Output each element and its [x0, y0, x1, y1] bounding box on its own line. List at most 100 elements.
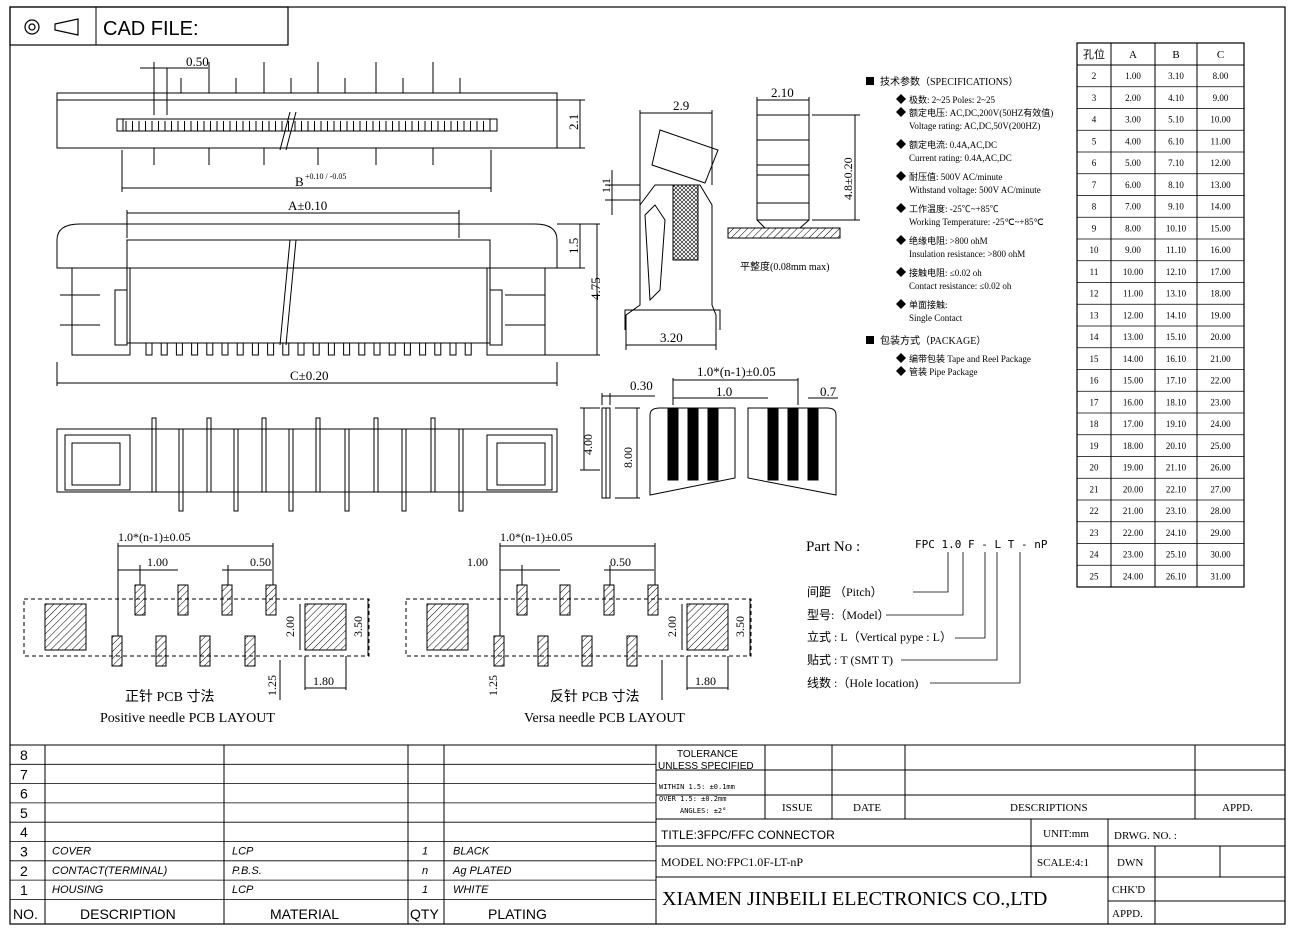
bom-row-number: 6 [20, 786, 28, 802]
spec-item: 极数: 2~25 Poles: 2~25 [909, 94, 995, 105]
spec-item-en: Single Contact [909, 313, 963, 323]
front-pins-top [153, 62, 461, 93]
dim-1-1: 1.1 [599, 178, 613, 193]
table-cell: 15.00 [1123, 376, 1144, 386]
company-name: XIAMEN JINBEILI ELECTRONICS CO.,LTD [662, 888, 1047, 910]
table-cell: 23.00 [1123, 550, 1144, 560]
scale-label: SCALE:4:1 [1037, 857, 1089, 869]
bom-row-number: 7 [20, 766, 28, 782]
ffc-cable-view [580, 378, 838, 499]
table-cell: 17.00 [1210, 267, 1231, 277]
table-cell: 18.00 [1210, 289, 1231, 299]
table-cell: 4.10 [1168, 93, 1184, 103]
table-cell: 20.00 [1123, 484, 1144, 494]
pcb-right-1-25: 1.25 [486, 675, 500, 696]
spec-item: 额定电压: AC,DC,200V(50HZ有效值) [909, 107, 1053, 118]
table-cell: 18.10 [1166, 397, 1187, 407]
dim-8-00: 8.00 [621, 447, 635, 468]
dwn-label: DWN [1117, 857, 1143, 869]
table-cell: 14.00 [1210, 202, 1231, 212]
table-cell: 6.00 [1125, 180, 1141, 190]
table-cell: 22 [1090, 506, 1099, 516]
table-cell: 15.10 [1166, 332, 1187, 342]
table-cell: 5 [1092, 136, 1097, 146]
table-cell: 8.00 [1213, 71, 1229, 81]
table-cell: 4.00 [1125, 136, 1141, 146]
spec-item: 绝缘电阻: >800 ohM [909, 235, 988, 246]
table-cell: 20 [1090, 463, 1100, 473]
diamond-bullet-icon [896, 171, 906, 181]
bom-header-material: MATERIAL [270, 906, 339, 922]
table-cell: 21.00 [1123, 506, 1144, 516]
appd2-label: APPD. [1112, 908, 1143, 920]
pcb-right-title-cn: 反针 PCB 寸法 [550, 689, 639, 705]
issue-label: ISSUE [782, 802, 813, 814]
table-cell: 10.00 [1123, 267, 1144, 277]
table-cell: 3 [1092, 93, 1097, 103]
title-label: TITLE:3FPC/FFC CONNECTOR [661, 828, 835, 842]
table-cell: 27.00 [1210, 484, 1231, 494]
table-cell: 8 [1092, 202, 1097, 212]
table-cell: 13.00 [1210, 180, 1231, 190]
table-cell: 14 [1090, 332, 1100, 342]
diamond-bullet-icon [896, 203, 906, 213]
part-no-item: 型号:（Model） [807, 608, 890, 622]
bom-qty: 1 [422, 846, 428, 858]
cad-file-label: CAD FILE: [103, 18, 199, 40]
table-cell: 6 [1092, 158, 1097, 168]
bom-header-qty: QTY [410, 906, 439, 922]
dim-2-9: 2.9 [673, 98, 689, 113]
table-cell: 12 [1090, 289, 1099, 299]
bom-desc: HOUSING [52, 884, 104, 896]
table-cell: 24.00 [1210, 419, 1231, 429]
spec-item: 耐压值: 500V AC/minute [909, 171, 1002, 182]
bom-row-number: 2 [20, 863, 28, 879]
pcb-left-0-50: 0.50 [250, 555, 271, 569]
date-label: DATE [853, 802, 881, 814]
table-cell: 9.00 [1213, 93, 1229, 103]
table-cell: 5.10 [1168, 115, 1184, 125]
diamond-bullet-icon [896, 107, 906, 117]
table-cell: 8.10 [1168, 180, 1184, 190]
sheet-border [9, 6, 1286, 925]
unless-label: UNLESS SPECIFIED [658, 761, 754, 772]
table-cell: 8.00 [1125, 223, 1141, 233]
part-no-label: Part No : [806, 539, 860, 555]
front-view [56, 62, 585, 192]
dim-4-8: 4.8±0.20 [841, 157, 855, 200]
bom-material: LCP [232, 846, 254, 858]
table-cell: 2.00 [1125, 93, 1141, 103]
pcb-right-1-80: 1.80 [695, 674, 716, 688]
diamond-bullet-icon [896, 235, 906, 245]
spec-header-bullet-icon [866, 336, 874, 344]
front-contacts [125, 121, 484, 131]
bom-desc: COVER [52, 846, 91, 858]
pcb-left-1-25: 1.25 [265, 675, 279, 696]
spec-header: 包装方式（PACKAGE） [880, 334, 986, 347]
bom-plating: WHITE [453, 884, 489, 896]
pcb-left-1-80: 1.80 [313, 674, 334, 688]
spec-item: 接触电阻: ≤0.02 oh [909, 267, 982, 278]
diamond-bullet-icon [896, 267, 906, 277]
bom-header-no: NO. [13, 906, 38, 922]
dim-1-5: 1.5 [566, 238, 581, 254]
pcb-right-pitch: 1.0*(n-1)±0.05 [500, 530, 573, 544]
spec-item: 额定电流: 0.4A,AC,DC [909, 139, 997, 150]
table-cell: 12.00 [1210, 158, 1231, 168]
table-cell: 19.00 [1210, 310, 1231, 320]
table-cell: 17.10 [1166, 376, 1187, 386]
spec-header: 技术参数（SPECIFICATIONS） [880, 75, 1018, 88]
spec-item: 单面接触: [909, 299, 948, 310]
spec-item-en: Withstand voltage: 500V AC/minute [909, 185, 1041, 195]
bom-header-plating: PLATING [488, 906, 547, 922]
dim-2-1: 2.1 [566, 114, 581, 130]
dim-c: C±0.20 [290, 368, 329, 383]
bom-plating: BLACK [453, 846, 490, 858]
table-cell: 23 [1090, 528, 1100, 538]
pcb-left-3-50: 3.50 [351, 616, 365, 637]
top-view [56, 210, 600, 386]
bottom-view [56, 417, 558, 512]
pcb-left-pitch: 1.0*(n-1)±0.05 [118, 530, 191, 544]
table-cell: 22.10 [1166, 484, 1187, 494]
